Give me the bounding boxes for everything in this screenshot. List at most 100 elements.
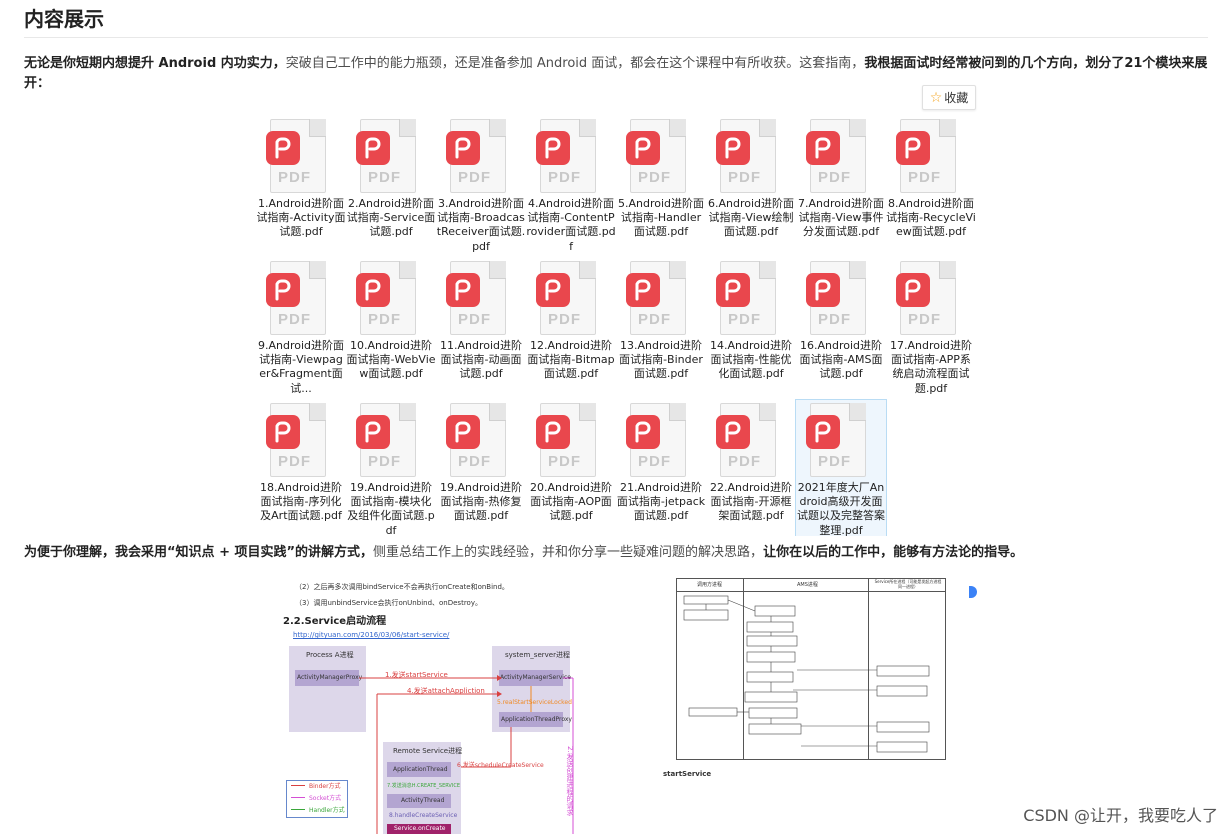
pdf-file-name: 9.Android进阶面试指南-Viewpager&Fragment面试...	[257, 339, 345, 395]
amp-box	[295, 670, 359, 686]
pdf-file-name: 2021年度大厂Android高级开发面试题以及完整答案整理.pdf	[797, 481, 885, 536]
on-create-label: Service.onCreate	[394, 825, 446, 832]
explain-bold-2: 让你在以后的工作中，能够有方法论的指导。	[763, 545, 1024, 560]
start-service-image: 调用方进程 AMS进程 Service所在进程（可能是发起方进程同一进程） st…	[621, 574, 966, 794]
pdf-file-icon: PDF	[536, 403, 598, 479]
sequence-step-box	[688, 707, 738, 717]
pdf-file-name: 16.Android进阶面试指南-AMS面试题.pdf	[799, 339, 883, 381]
pdf-file-name: 22.Android进阶面试指南-开源框架面试题.pdf	[709, 481, 793, 523]
step-5-label: 5.realStartServiceLocked	[497, 699, 572, 706]
intro-bold-1: 无论是你短期内想提升 Android 内功实力，	[24, 56, 286, 71]
sequence-step-box	[746, 651, 796, 663]
pdf-file-icon: PDF	[446, 403, 508, 479]
app-thread-box	[387, 762, 451, 777]
sequence-step-box	[876, 721, 930, 733]
legend-box: Binder方式 Socket方式 Handler方式	[286, 780, 348, 818]
sequence-step-box	[683, 609, 729, 621]
favorite-label: 收藏	[944, 91, 969, 105]
star-icon: ☆	[929, 89, 943, 106]
section-heading: 内容展示	[24, 4, 1208, 38]
app-thread-label: ApplicationThread	[393, 766, 448, 773]
pdf-file-icon: PDF	[266, 261, 328, 337]
pdf-file-name: 21.Android进阶面试指南-jetpack面试题.pdf	[616, 481, 706, 523]
pdf-file-icon: PDF	[266, 119, 328, 195]
favorite-button[interactable]: ☆ 收藏	[922, 85, 976, 110]
pdf-file-icon: PDF	[896, 119, 958, 195]
pdf-file-icon: PDF	[806, 119, 868, 195]
legend-handler: Handler方式	[309, 807, 345, 814]
pdf-file-name: 4.Android进阶面试指南-ContentProvider面试题.pdf	[526, 197, 616, 253]
pdf-file-name: 19.Android进阶面试指南-热修复面试题.pdf	[439, 481, 523, 523]
pdf-file-icon: PDF	[806, 403, 868, 479]
activity-thread-box	[387, 794, 451, 808]
legend-binder: Binder方式	[309, 783, 341, 790]
sequence-step-box	[748, 707, 798, 719]
sequence-step-box	[876, 741, 928, 753]
sequence-step-box	[876, 665, 930, 677]
sequence-boxes	[683, 595, 930, 753]
lane-service: Service所在进程（可能是发起方进程同一进程）	[874, 579, 942, 589]
sequence-header	[676, 578, 946, 592]
process-a-box	[289, 646, 366, 732]
pdf-file-name: 5.Android进阶面试指南-Handler面试题.pdf	[617, 197, 705, 239]
step-4-label: 4.发送attachAppliction	[407, 687, 485, 695]
sequence-step-box	[683, 595, 729, 605]
pdf-file-icon: PDF	[626, 403, 688, 479]
sequence-step-box	[876, 685, 928, 697]
pdf-file-name: 2.Android进阶面试指南-Service面试题.pdf	[346, 197, 436, 239]
scroll-marker[interactable]	[969, 586, 977, 598]
atp-label: ApplicationThreadProxy	[501, 716, 572, 723]
pdf-file-icon: PDF	[716, 119, 778, 195]
pdf-file-icon: PDF	[356, 403, 418, 479]
pdf-file-name: 8.Android进阶面试指南-RecycleView面试题.pdf	[886, 197, 976, 239]
sequence-step-box	[746, 635, 798, 647]
remote-service-box	[383, 742, 461, 834]
pdf-file-name: 11.Android进阶面试指南-动画面试题.pdf	[439, 339, 523, 381]
note-line-1: （2）之后再多次调用bindService不会再执行onCreate和onBin…	[295, 583, 509, 591]
explain-bold-1: 为便于你理解，我会采用“知识点 + 项目实践”的讲解方式，	[24, 545, 374, 560]
pdf-file-icon: PDF	[896, 261, 958, 337]
pdf-file-icon: PDF	[626, 119, 688, 195]
process-a-label: Process A进程	[306, 651, 354, 659]
sequence-frame	[676, 578, 946, 760]
sequence-step-box	[746, 621, 794, 633]
intro-paragraph: 无论是你短期内想提升 Android 内功实力，突破自己工作中的能力瓶颈，还是准…	[24, 54, 1214, 94]
pdf-file-name: 6.Android进阶面试指南-View绘制面试题.pdf	[707, 197, 795, 239]
remote-service-label: Remote Service进程	[393, 747, 463, 755]
pdf-file-icon: PDF	[716, 403, 778, 479]
note-line-2: （3）调用unbindService会执行onUnbind、onDestroy。	[295, 599, 482, 607]
diagram-link[interactable]: http://gityuan.com/2016/03/06/start-serv…	[293, 631, 450, 639]
step-8-label: 8.handleCreateService	[389, 812, 458, 819]
pdf-file-icon: PDF	[356, 119, 418, 195]
ams-box	[499, 670, 563, 686]
csdn-watermark: CSDN @让开，我要吃人了	[1023, 806, 1218, 825]
pdf-file-name: 10.Android进阶面试指南-WebView面试题.pdf	[346, 339, 436, 381]
sequence-step-box	[748, 723, 802, 735]
ams-label: ActivityManagerService	[500, 674, 571, 681]
pdf-file-name: 1.Android进阶面试指南-Activity面试题.pdf	[256, 197, 346, 239]
